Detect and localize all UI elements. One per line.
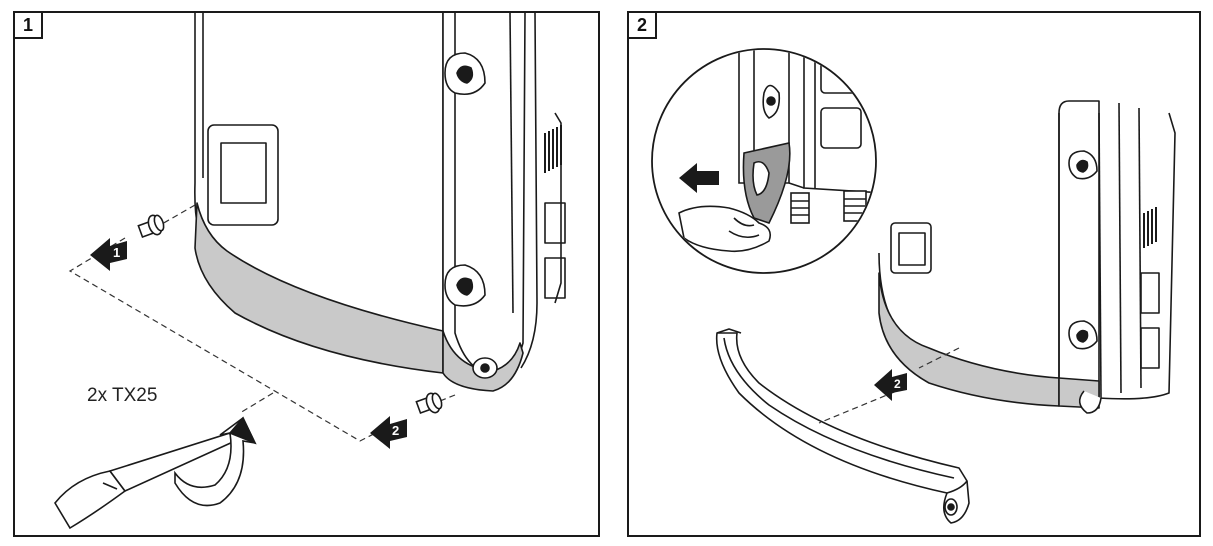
arrow-badge-2: 2 [370,416,407,449]
svg-text:2: 2 [392,423,399,438]
screw-1 [137,214,165,239]
step-number-1: 1 [15,13,43,39]
step-2-panel: 2 [627,11,1201,537]
removed-cover [715,332,968,494]
svg-text:1: 1 [113,245,120,260]
display-window [207,124,279,226]
arrow-badge-1: 1 [90,238,127,271]
screwdriver [54,432,239,530]
step-1-illustration: 1 2 [54,13,566,530]
pull-arrow [679,163,719,193]
arrow-badge-2: 2 [874,369,907,401]
svg-text:2: 2 [894,377,901,391]
display-window [890,222,932,274]
step-number-2: 2 [629,13,657,39]
tool-label: 2x TX25 [87,385,158,406]
screw-2 [415,392,443,415]
rotate-arrow [174,416,257,507]
step-1-panel: 1 [13,11,600,537]
detail-zoom-circle [651,48,877,274]
step-2-illustration: 2 [651,48,1176,524]
hand [678,205,772,253]
